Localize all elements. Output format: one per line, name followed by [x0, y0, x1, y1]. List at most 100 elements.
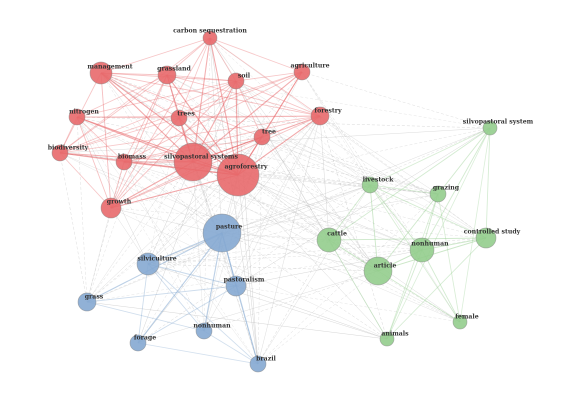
label-brazil: brazil [256, 356, 276, 363]
edge-soil-grass [86, 80, 237, 303]
label-livestock: livestock [363, 177, 394, 184]
edge-carbon_sequestration-soil [209, 37, 237, 82]
label-agroforestry: agroforestry [225, 164, 268, 171]
edge-agroforestry-forage [137, 174, 239, 344]
edge-trees-biodiversity [59, 117, 180, 154]
edge-management-tree [100, 72, 263, 138]
label-management: management [87, 64, 132, 71]
edge-agriculture-silvopastoral_system [301, 71, 491, 129]
edge-agroforestry-article [237, 174, 379, 272]
edge-forestry-controlled_study [319, 115, 487, 239]
label-silviculture: silviculture [137, 256, 176, 263]
edge-biomass-nonhuman_green [123, 161, 423, 251]
edge-silviculture-article [147, 263, 379, 272]
edge-nitrogen-biomass [76, 116, 125, 163]
edge-trees-forestry [178, 115, 321, 119]
edge-growth-grass [86, 207, 112, 303]
edge-nonhuman_green-female [421, 249, 461, 323]
label-forage: forage [134, 335, 156, 342]
edge-soil-livestock [235, 80, 371, 186]
edge-biomass-animals [123, 161, 388, 340]
node-nonhuman-green [409, 237, 435, 263]
edge-pasture-brazil [221, 232, 259, 365]
edge-carbon_sequestration-pasture [209, 37, 223, 234]
node-grassland [157, 65, 177, 85]
edge-carbon_sequestration-trees [178, 37, 211, 119]
edge-pastoralism-forage [137, 285, 237, 344]
label-grazing: grazing [433, 185, 460, 192]
edge-pastoralism-silvopastoral_system [235, 127, 491, 287]
node-forage [129, 334, 147, 352]
node-soil [227, 72, 245, 90]
label-biodiversity: biodiversity [48, 145, 89, 152]
edge-forestry-pasture [221, 115, 321, 234]
edge-silvopastoral_system-cattle [328, 127, 491, 241]
edge-biodiversity-growth [59, 152, 112, 209]
edge-forestry-cattle [319, 115, 330, 241]
label-carbon-sequestration: carbon sequestration [173, 28, 247, 35]
edge-livestock-grazing [369, 184, 439, 195]
edge-carbon_sequestration-management [100, 37, 211, 74]
edge-agriculture-nonhuman_green [301, 71, 423, 251]
edge-nitrogen-silviculture [76, 116, 149, 265]
edge-pasture-forage [137, 232, 223, 344]
edge-silvopastoral_systems-brazil [192, 161, 259, 365]
edge-soil-growth [110, 80, 237, 209]
label-nonhuman: nonhuman [193, 323, 231, 330]
edge-tree-cattle [261, 136, 330, 241]
edge-biodiversity-pasture [59, 152, 223, 234]
edge-silvopastoral_system-livestock [369, 127, 491, 186]
node-management [89, 61, 113, 85]
edge-agroforestry-controlled_study [237, 174, 487, 239]
edge-silviculture-livestock [147, 184, 371, 265]
edge-nonhuman-brazil [203, 330, 259, 365]
edge-cattle-controlled_study [328, 237, 487, 241]
node-tree [253, 128, 271, 146]
edge-forestry-pastoralism [235, 115, 321, 287]
edge-silviculture-cattle [147, 239, 330, 265]
edge-livestock-nonhuman_green [369, 184, 423, 251]
edge-carbon_sequestration-silvopastoral_systems [192, 37, 211, 163]
edge-pastoralism-female [235, 285, 461, 323]
edge-grazing-animals [386, 193, 439, 340]
edge-forestry-grazing [319, 115, 439, 195]
edge-silviculture-forage [137, 263, 149, 344]
edge-nitrogen-forestry [76, 115, 321, 118]
edge-nitrogen-growth [76, 116, 112, 209]
edge-carbon_sequestration-livestock [209, 37, 371, 186]
edge-forestry-biodiversity [59, 115, 321, 154]
node-pastoralism [225, 275, 247, 297]
edge-management-forestry [100, 72, 321, 117]
node-growth [100, 197, 122, 219]
edge-grass-nonhuman [86, 301, 205, 332]
edge-growth-controlled_study [110, 207, 487, 239]
node-article [363, 256, 393, 286]
edge-soil-nitrogen [76, 80, 237, 118]
edge-carbon_sequestration-growth [110, 37, 211, 209]
edge-management-female [100, 72, 461, 323]
edge-grassland-forestry [166, 74, 321, 117]
edge-biodiversity-grass [59, 152, 88, 303]
edge-biodiversity-female [59, 152, 461, 323]
edge-silviculture-pastoralism [147, 263, 237, 287]
edge-forage-brazil [137, 342, 259, 365]
label-animals: animals [381, 331, 409, 338]
edge-soil-forestry [235, 80, 321, 117]
label-nitrogen: nitrogen [69, 109, 99, 116]
edge-agriculture-pasture [221, 71, 303, 234]
node-forestry [310, 106, 330, 126]
edge-silvopastoral_system-animals [386, 127, 491, 340]
edge-silvopastoral_system-controlled_study [485, 127, 491, 239]
label-soil: soil [238, 73, 251, 80]
node-livestock [361, 176, 379, 194]
label-article: article [374, 263, 397, 270]
edge-nitrogen-silvopastoral_system [76, 116, 491, 129]
edge-controlled_study-animals [386, 237, 487, 340]
edge-growth-article [110, 207, 379, 272]
edge-brazil-cattle [257, 239, 330, 365]
edge-pasture-livestock [221, 184, 371, 234]
label-silvopastoral-systems: silvopastoral systems [164, 154, 238, 161]
edge-forestry-nonhuman_green [319, 115, 423, 251]
